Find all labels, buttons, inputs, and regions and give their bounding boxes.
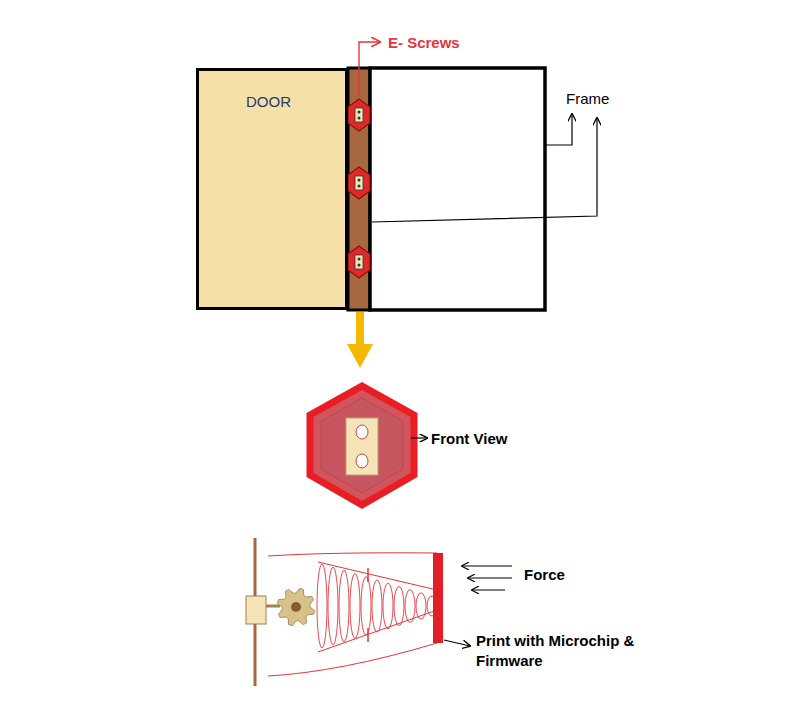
leader-line bbox=[545, 114, 572, 145]
e-screw bbox=[348, 167, 370, 199]
screw-hole bbox=[358, 179, 361, 182]
spring-coil bbox=[317, 564, 327, 648]
gear bbox=[277, 588, 314, 625]
spring-coil bbox=[394, 586, 404, 625]
screw-slot bbox=[355, 108, 363, 122]
screw-head-inner bbox=[321, 398, 403, 493]
screw-hole bbox=[356, 425, 368, 439]
screw-hole bbox=[358, 258, 361, 261]
screw-slot bbox=[355, 255, 363, 269]
force-arrow bbox=[472, 589, 505, 590]
door-strip bbox=[348, 68, 370, 310]
e-screw bbox=[348, 99, 370, 131]
gear bbox=[277, 588, 314, 625]
zoom-arrow bbox=[347, 344, 373, 368]
screw-slot bbox=[346, 418, 378, 475]
gear-hub bbox=[291, 602, 301, 612]
callout-label: E- Screws bbox=[388, 33, 460, 53]
housing-line bbox=[268, 553, 437, 556]
frame-box bbox=[370, 68, 545, 310]
spring-coil bbox=[328, 567, 338, 645]
e-screws bbox=[348, 99, 370, 278]
door-box: DOOR bbox=[196, 68, 348, 310]
screw-hole bbox=[358, 117, 361, 120]
force-label: Force bbox=[524, 565, 565, 585]
housing-line bbox=[268, 643, 437, 676]
screw-slot bbox=[355, 176, 363, 190]
spring-coil bbox=[372, 580, 382, 632]
print-plate bbox=[433, 553, 443, 643]
screw-hole bbox=[358, 111, 361, 114]
spring-coil bbox=[361, 577, 371, 635]
screw-head bbox=[310, 386, 414, 505]
leader-line bbox=[444, 640, 470, 646]
shaft bbox=[266, 605, 280, 608]
screw-hole bbox=[358, 185, 361, 188]
spring-coil bbox=[416, 593, 426, 619]
zoom-arrow bbox=[356, 312, 364, 346]
leader-line bbox=[359, 42, 380, 96]
spring-coil bbox=[339, 570, 349, 641]
screw-hole bbox=[356, 454, 368, 468]
view-label: Front View bbox=[431, 429, 507, 449]
spring-coil bbox=[350, 574, 360, 639]
e-screw bbox=[348, 246, 370, 278]
mount-block bbox=[246, 596, 266, 624]
part-label: Print with Microchip & Firmware bbox=[476, 631, 666, 670]
screw-hole bbox=[358, 264, 361, 267]
force-arrow bbox=[468, 577, 512, 578]
leader-line bbox=[411, 437, 427, 438]
spring-coil bbox=[405, 590, 415, 623]
node-label: DOOR bbox=[246, 93, 291, 110]
force-arrow bbox=[462, 565, 512, 566]
spring-coil bbox=[383, 583, 393, 629]
spring bbox=[317, 564, 437, 648]
cone-line bbox=[318, 610, 437, 652]
leader-line bbox=[372, 118, 597, 222]
part-label: Frame bbox=[566, 89, 609, 109]
